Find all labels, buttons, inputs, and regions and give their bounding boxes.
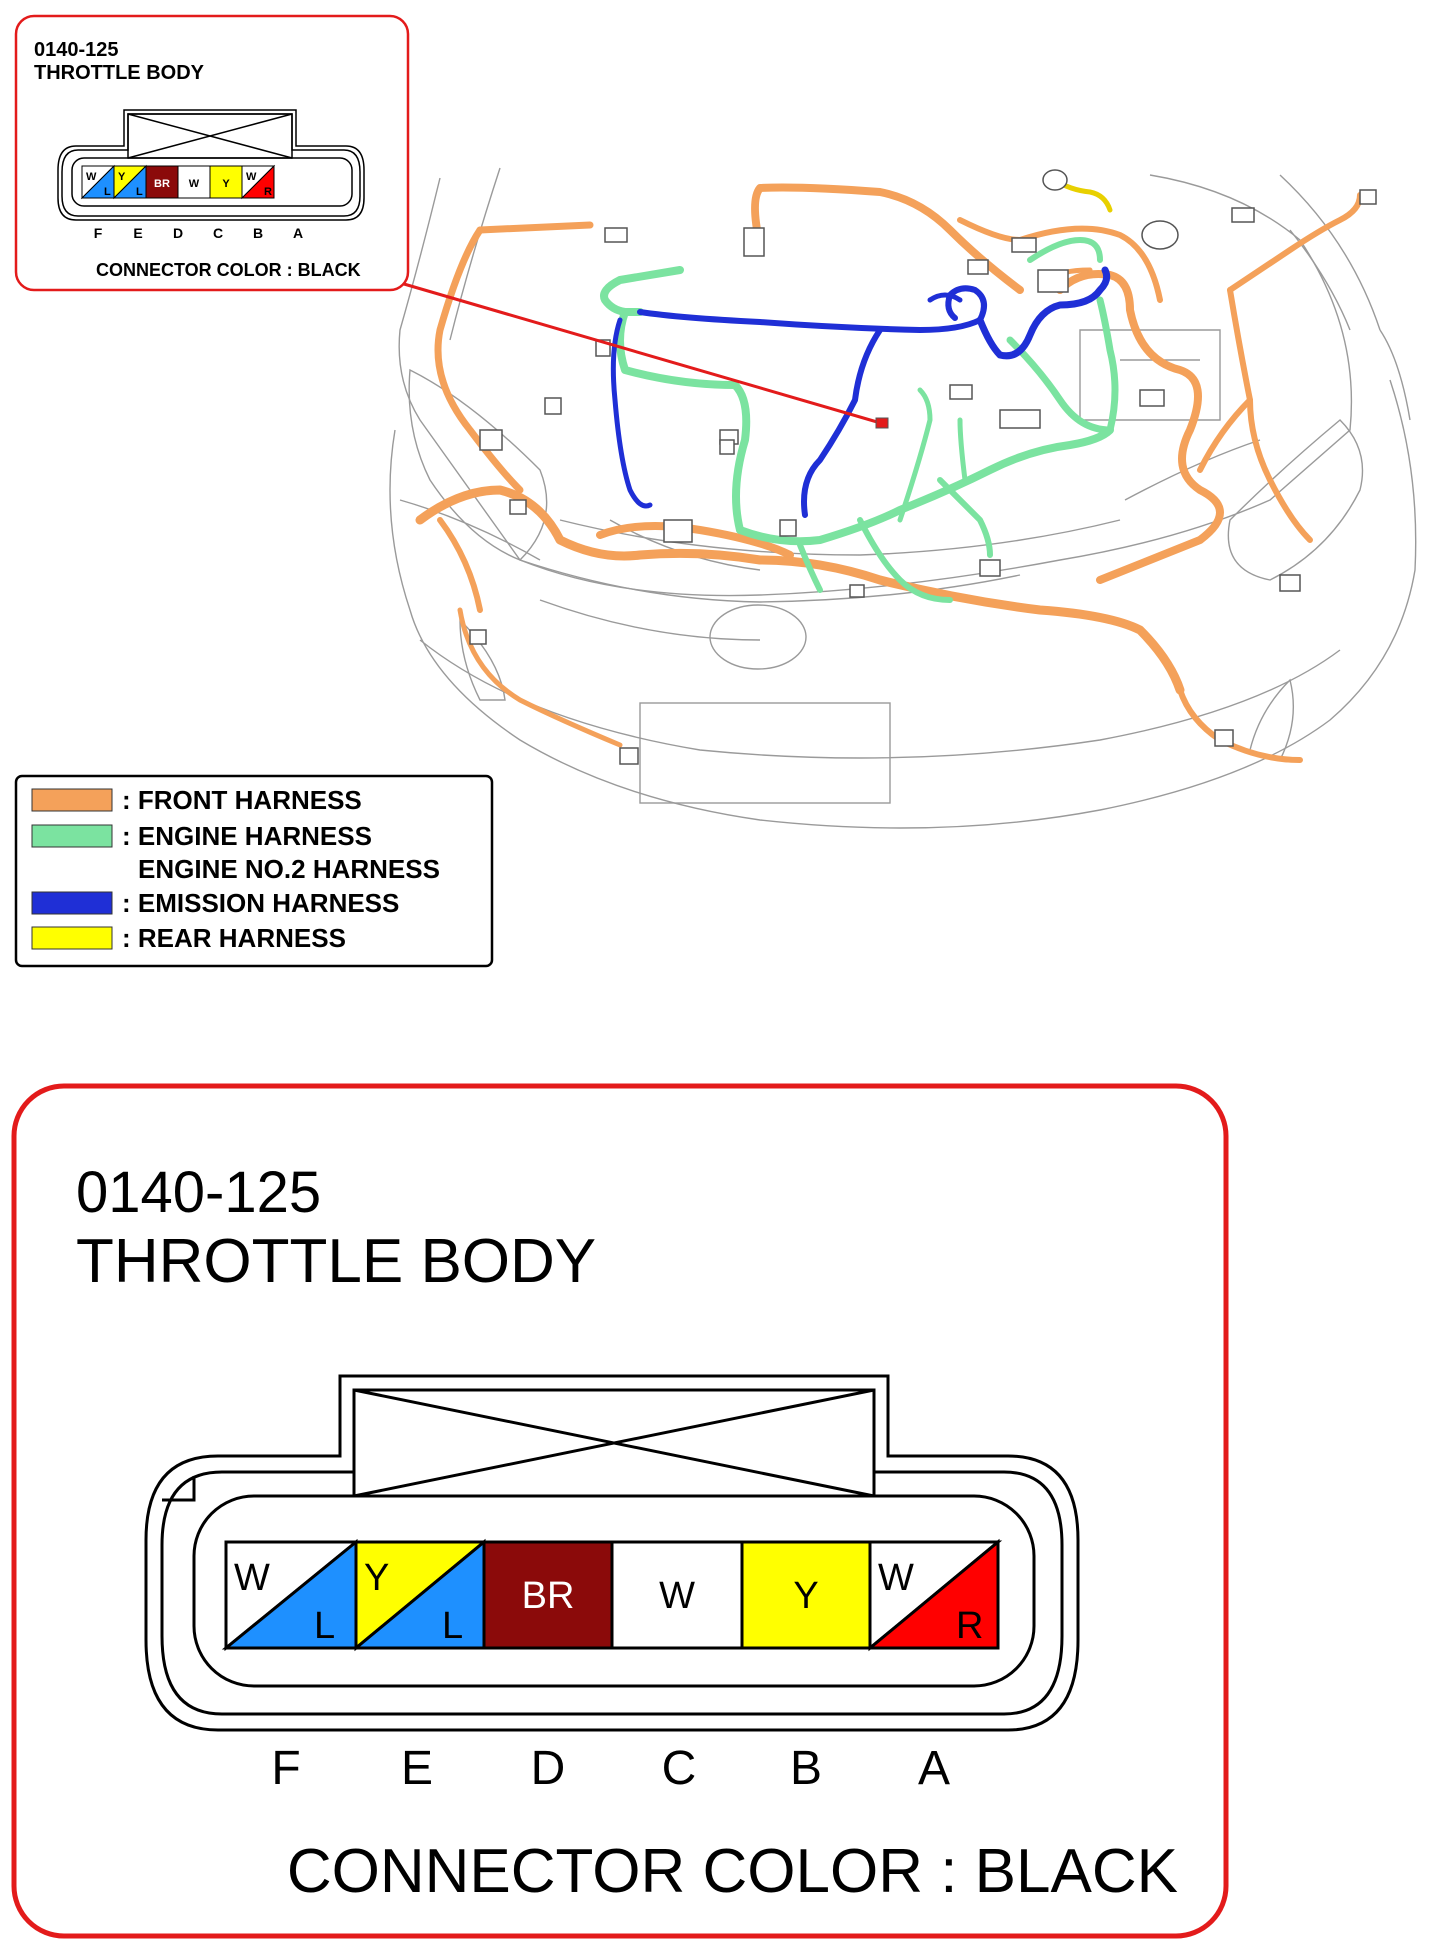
pin-letter-e: E [401, 1742, 433, 1795]
small-pin-letter-e: E [133, 225, 142, 241]
small-pin-row: W L Y L BR W Y W R [80, 164, 276, 200]
small-pin-f-bottom: L [104, 186, 111, 198]
pin-a: W R [865, 1538, 1003, 1652]
legend-label-rear: : REAR HARNESS [122, 923, 346, 953]
pin-a-bottom-color: R [956, 1605, 983, 1647]
small-pin-letter-a: A [293, 225, 303, 241]
small-pin-letter-b: B [253, 225, 263, 241]
engine-harness [600, 237, 1119, 603]
pin-letter-c: C [662, 1742, 697, 1795]
pin-d: BR [482, 1540, 614, 1650]
pin-letter-f: F [271, 1742, 300, 1795]
pin-f-bottom-color: L [314, 1605, 335, 1647]
pin-f: W L [221, 1538, 361, 1652]
small-pin-a-top: W [246, 171, 257, 183]
legend-label-front: : FRONT HARNESS [122, 785, 362, 815]
large-connector-code: 0140-125 [76, 1160, 321, 1225]
vehicle-outline [389, 167, 1417, 829]
large-pin-letters: F E D C B A [271, 1742, 950, 1795]
pin-d-color: BR [522, 1575, 575, 1617]
harness-connectors [469, 169, 1377, 765]
front-harness [415, 183, 1363, 763]
large-connector-panel: 0140-125 THROTTLE BODY W L Y [11, 1083, 1229, 1939]
pin-letter-d: D [531, 1742, 566, 1795]
legend-swatch-front [31, 788, 113, 812]
small-pin-letter-f: F [94, 225, 103, 241]
callout-line [403, 282, 889, 429]
emission-harness [610, 266, 1111, 518]
legend-label-engine-no2: ENGINE NO.2 HARNESS [138, 854, 440, 884]
small-pin-d-label: BR [154, 178, 170, 190]
legend-label-emission: : EMISSION HARNESS [122, 888, 399, 918]
pin-f-top-color: W [234, 1557, 270, 1599]
harness-legend: : FRONT HARNESS : ENGINE HARNESS ENGINE … [14, 774, 494, 968]
small-connector-housing [57, 109, 365, 221]
small-pin-e-bottom: L [136, 186, 143, 198]
pin-e-top-color: Y [364, 1557, 389, 1599]
small-pin-letter-d: D [173, 225, 183, 241]
pin-b: Y [740, 1540, 872, 1650]
small-pin-letters: F E D C B A [94, 225, 303, 241]
large-connector-color: CONNECTOR COLOR : BLACK [287, 1837, 1178, 1906]
pin-a-top-color: W [878, 1557, 914, 1599]
small-pin-e-top: Y [118, 171, 126, 183]
legend-swatch-rear [31, 926, 113, 950]
small-pin-b-label: Y [222, 178, 230, 190]
pin-c-color: W [659, 1575, 695, 1617]
small-connector-name: THROTTLE BODY [34, 62, 205, 84]
legend-swatch-engine [31, 824, 113, 848]
large-pin-row: W L Y L BR W Y [221, 1538, 1003, 1652]
pin-letter-b: B [790, 1742, 822, 1795]
small-pin-c-label: W [189, 178, 200, 190]
pin-b-color: Y [793, 1575, 818, 1617]
legend-swatch-emission [31, 891, 113, 915]
pin-e-bottom-color: L [442, 1605, 463, 1647]
pin-e: Y L [351, 1538, 489, 1652]
large-connector-housing [144, 1374, 1080, 1732]
small-pin-f-top: W [86, 171, 97, 183]
legend-label-engine: : ENGINE HARNESS [122, 821, 372, 851]
small-connector-panel: 0140-125 THROTTLE BODY [14, 14, 410, 292]
large-connector-name: THROTTLE BODY [76, 1227, 596, 1296]
pin-letter-a: A [918, 1742, 950, 1795]
small-pin-letter-c: C [213, 225, 223, 241]
small-connector-color: CONNECTOR COLOR : BLACK [96, 260, 361, 280]
small-pin-a-bottom: R [264, 186, 272, 198]
pin-c: W [610, 1540, 744, 1650]
small-connector-code: 0140-125 [34, 39, 119, 61]
